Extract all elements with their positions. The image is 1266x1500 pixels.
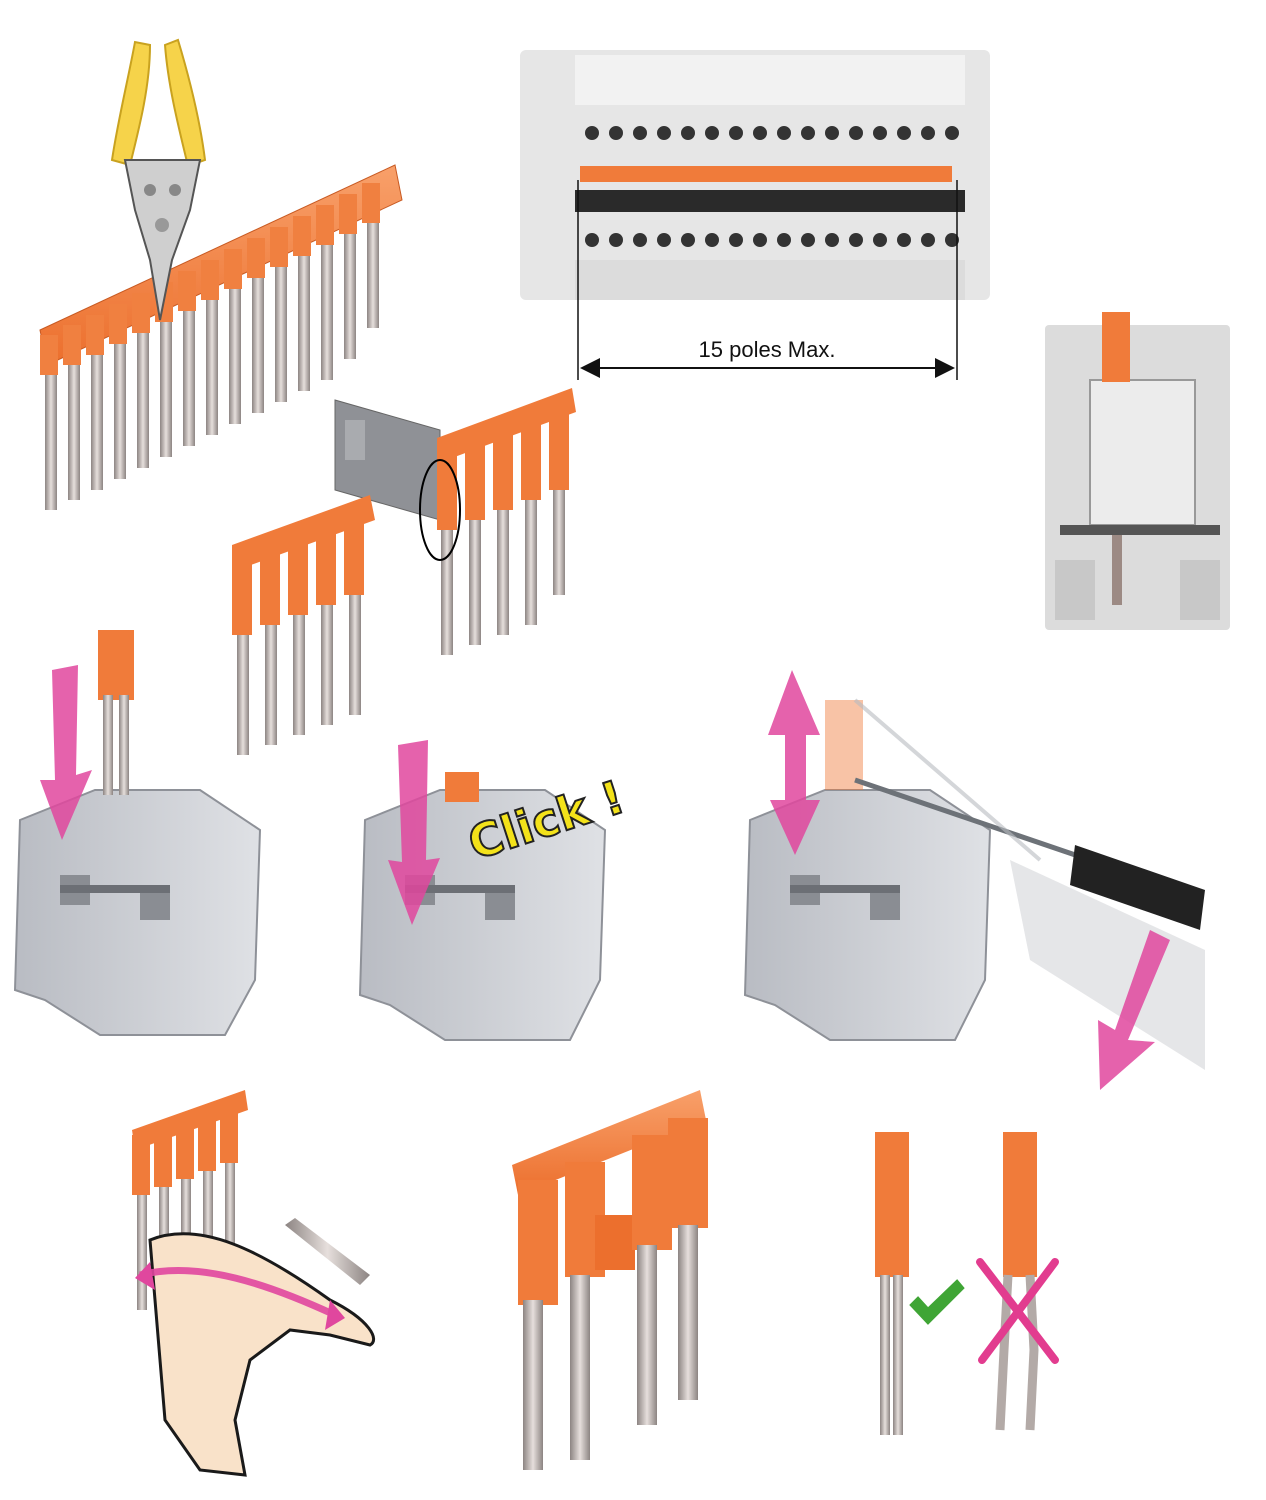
jumper-closeup	[512, 1090, 708, 1470]
max-poles-dimension: 15 poles Max.	[577, 180, 958, 380]
pin-correct	[875, 1132, 965, 1435]
max-poles-label: 15 poles Max.	[699, 337, 836, 362]
long-jumper-heads	[40, 183, 380, 375]
up-down-arrow-icon	[768, 670, 820, 855]
step-remove-jumper	[743, 670, 1205, 1090]
down-arrow-icon	[1098, 930, 1170, 1090]
separator-plate	[334, 399, 441, 521]
cross-section-photo	[1045, 312, 1230, 630]
check-mark-icon	[909, 1279, 965, 1325]
inserted-long-jumper	[580, 166, 952, 182]
down-arrow-icon	[388, 740, 440, 925]
screwdriver-icon	[853, 698, 1205, 1070]
step-insert-jumper	[13, 630, 262, 1036]
seated-jumper	[445, 772, 479, 802]
strip-lower-screws	[585, 233, 959, 247]
long-jumper-pins	[45, 208, 379, 510]
split-jumper-left	[232, 495, 375, 755]
split-jumper-right	[419, 388, 576, 655]
pin-incorrect	[976, 1132, 1059, 1431]
twist-arrow-icon	[139, 1267, 337, 1319]
cutting-pliers-icon	[110, 38, 207, 321]
terminal-block-1	[13, 789, 262, 1036]
cross-mark-icon	[976, 1258, 1059, 1364]
terminal-strip-photo	[520, 50, 990, 300]
long-jumper-bar	[39, 164, 403, 510]
step-break-pin	[132, 1090, 376, 1477]
terminal-block-3	[743, 789, 992, 1041]
hand	[148, 1232, 376, 1477]
strip-upper-screws	[585, 126, 959, 140]
small-jumper	[98, 630, 134, 700]
step-click: Click !	[358, 740, 632, 1041]
cut-detail-circle	[419, 459, 461, 561]
lifted-jumper-ghost	[825, 700, 863, 790]
broken-pin	[285, 1218, 370, 1285]
down-arrow-icon	[40, 665, 92, 840]
